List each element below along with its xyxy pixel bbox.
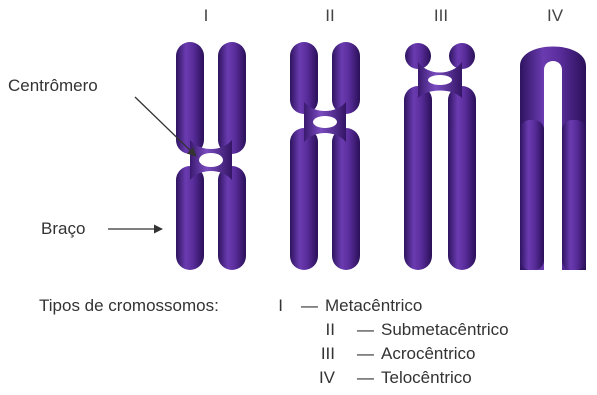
legend-title: Tipos de cromossomos: [39,294,219,318]
centromere-label: Centrômero [8,76,98,96]
legend-dash: — [357,366,374,390]
chromosome-ii [290,42,360,270]
arm-label: Braço [41,219,85,239]
legend-dash: — [357,342,374,366]
legend-name-acrocentric: Acrocêntrico [381,342,475,366]
legend-name-metacentric: Metacêntrico [325,294,422,318]
legend-name-telocentric: Telocêntrico [381,366,472,390]
legend-num-iii: III [305,342,335,366]
chromosome-i [176,42,246,270]
chromosome-iv [520,47,586,271]
chromosome-iii [404,43,476,270]
legend-name-submetacentric: Submetacêntrico [381,318,509,342]
legend-num-i: I [243,294,283,318]
legend-dash: — [301,294,318,318]
legend-num-iv: IV [305,366,335,390]
legend-dash: — [357,318,374,342]
legend-num-ii: II [305,318,335,342]
legend: Tipos de cromossomos: I — Metacêntrico I… [39,294,594,394]
